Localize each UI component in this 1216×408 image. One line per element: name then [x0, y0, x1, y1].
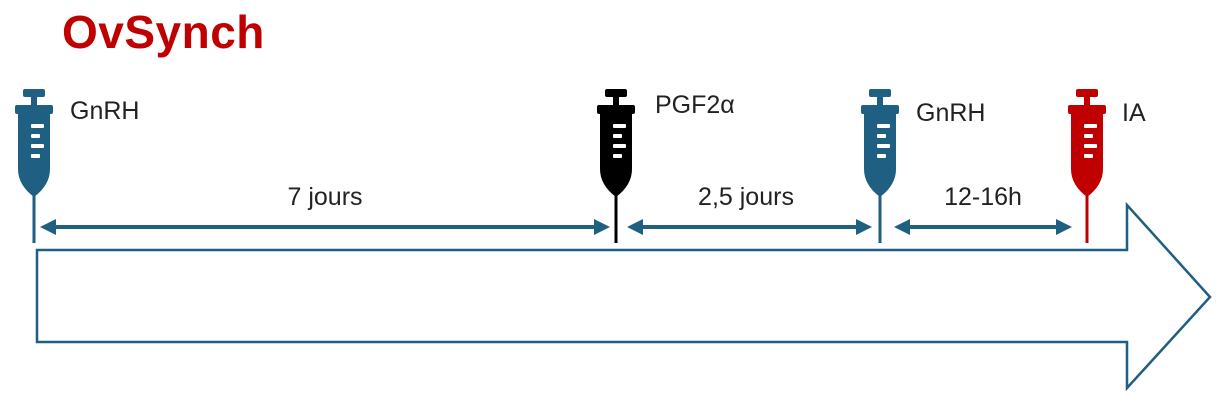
timeline-arrow: [35, 201, 1212, 392]
interval-label-3: 12-16h: [944, 183, 1022, 211]
syringe-icon-pgf2a: [597, 89, 635, 243]
syringe-icon-ia: [1068, 89, 1106, 243]
injection-label-gnrh-1: GnRH: [70, 97, 140, 125]
interval-label-1: 7 jours: [287, 183, 363, 211]
injection-label-gnrh-2: GnRH: [916, 99, 986, 127]
diagram-title: OvSynch: [62, 6, 265, 58]
interval-label-2: 2,5 jours: [698, 183, 794, 211]
syringe-icon-gnrh-1: [15, 89, 53, 243]
injection-label-ia: IA: [1122, 99, 1146, 127]
interval-arrow-1: [40, 219, 610, 235]
syringe-icon-gnrh-2: [861, 89, 899, 243]
injection-label-pgf2a: PGF2α: [655, 91, 735, 119]
interval-arrow-2: [627, 219, 872, 235]
interval-arrow-3: [894, 219, 1072, 235]
